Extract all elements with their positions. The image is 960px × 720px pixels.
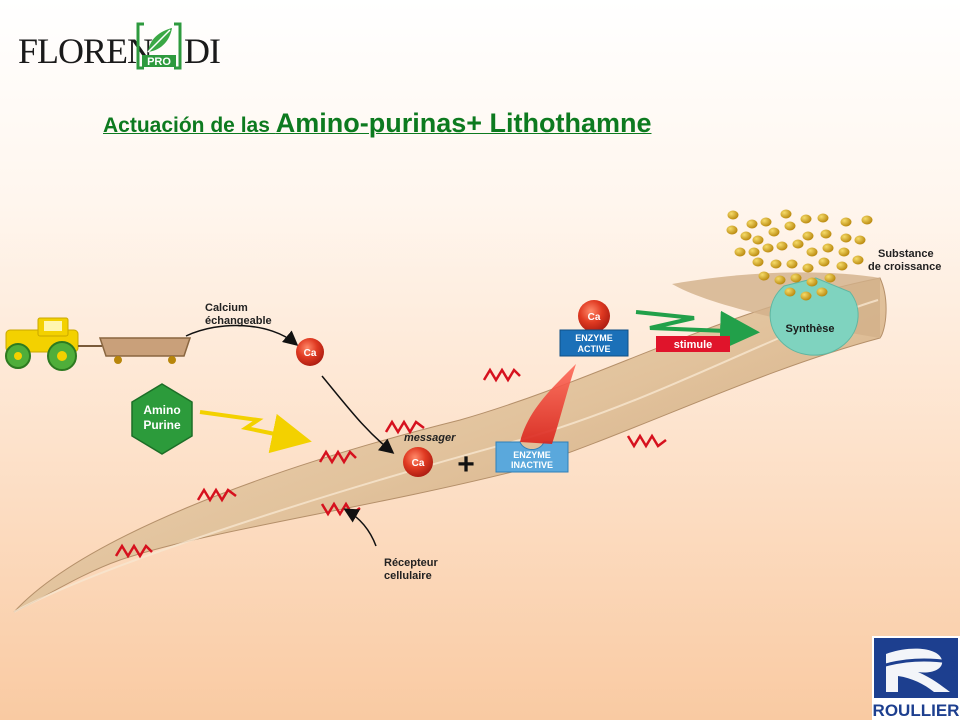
enzyme-inactive-line2: INACTIVE	[511, 460, 553, 470]
logo-leaf-badge: PRO	[136, 22, 182, 70]
receptor-zigzag-1	[114, 543, 153, 559]
granule	[800, 291, 812, 301]
roullier-vertical-text: GROUPE	[949, 656, 955, 682]
receptor-zigzag-3	[318, 449, 357, 465]
granule	[806, 277, 818, 287]
granule	[822, 243, 834, 253]
ca-to-messenger-arrow	[321, 375, 395, 454]
receptor-zigzag-6	[482, 367, 521, 383]
stimulation-arrow	[635, 310, 760, 351]
granule	[770, 259, 782, 269]
granule	[854, 235, 866, 245]
roullier-logo: GROUPE ROULLIER	[872, 636, 960, 720]
granule	[800, 214, 812, 224]
messager-label: messager	[404, 432, 456, 444]
granule	[836, 261, 848, 271]
granule	[760, 217, 772, 227]
stimule-box: stimule	[656, 336, 730, 352]
ca-ion-exchangeable: Ca	[296, 338, 324, 366]
granule	[806, 247, 818, 257]
synthese-shape: Synthèse	[769, 277, 859, 356]
logo-badge-text: PRO	[147, 56, 171, 68]
ca-label-2: Ca	[412, 458, 425, 469]
granule	[840, 233, 852, 243]
tractor-icon	[5, 317, 79, 371]
granule	[824, 273, 836, 283]
amino-lightning-arrow	[199, 410, 312, 454]
amino-label-line2: Purine	[143, 418, 181, 432]
granule	[758, 271, 770, 281]
recepteur-label-line2: cellulaire	[384, 570, 432, 582]
granule	[752, 235, 764, 245]
stimule-label: stimule	[674, 339, 713, 351]
title-part1: Actuación de las	[103, 114, 276, 137]
receptor-zigzag-5	[384, 419, 425, 435]
enzyme-inactive-line1: ENZYME	[513, 450, 551, 460]
receptor-zigzag-7	[626, 433, 667, 449]
recepteur-label-line1: Récepteur	[384, 557, 439, 569]
growth-substance-granules	[726, 209, 873, 301]
granule	[818, 257, 830, 267]
granule	[752, 257, 764, 267]
granule	[726, 225, 738, 235]
granule	[780, 209, 792, 219]
amino-label-line1: Amino	[143, 403, 180, 417]
granule	[790, 273, 802, 283]
granule	[802, 231, 814, 241]
roullier-name: ROULLIER	[873, 701, 960, 720]
granule	[762, 243, 774, 253]
granule	[802, 263, 814, 273]
enzyme-active-line2: ACTIVE	[577, 344, 610, 354]
ca-ion-messenger: Ca	[403, 447, 433, 477]
ca-label-1: Ca	[304, 348, 317, 359]
activation-cone	[520, 364, 576, 444]
granule	[734, 247, 746, 257]
receptor-zigzag-2	[196, 487, 237, 503]
florendi-logo: FLOREN PRO DI	[18, 22, 228, 72]
granule	[784, 287, 796, 297]
granule	[838, 247, 850, 257]
synthese-label: Synthèse	[786, 323, 835, 335]
slide-title: Actuación de las Amino-purinas+ Lithotha…	[103, 108, 651, 139]
granule	[792, 239, 804, 249]
granule	[820, 229, 832, 239]
title-part2: Amino-purinas+ Lithothamne	[275, 108, 652, 138]
substance-label-line1: Substance	[878, 248, 934, 260]
granule	[727, 210, 739, 220]
trailer-icon	[78, 337, 192, 364]
granule	[784, 221, 796, 231]
enzyme-active: Ca ENZYME ACTIVE	[559, 300, 629, 357]
granule	[768, 227, 780, 237]
granule	[774, 275, 786, 285]
calcium-label-line2: échangeable	[205, 315, 272, 327]
granule	[852, 255, 864, 265]
substance-label-line2: de croissance	[868, 261, 941, 273]
granule	[840, 217, 852, 227]
calcium-label-line1: Calcium	[205, 302, 248, 314]
granule	[861, 215, 873, 225]
enzyme-inactive: ENZYME INACTIVE	[495, 441, 569, 473]
calcium-arrow	[185, 324, 299, 346]
recepteur-arrow	[343, 508, 377, 547]
granule	[776, 241, 788, 251]
granule	[746, 219, 758, 229]
granule	[748, 247, 760, 257]
granule	[740, 231, 752, 241]
plus-sign: +	[457, 448, 475, 481]
amino-purine-hexagon: Amino Purine	[131, 383, 193, 455]
logo-text-right: DI	[184, 31, 221, 71]
ca-label-3: Ca	[588, 312, 601, 323]
enzyme-active-line1: ENZYME	[575, 333, 613, 343]
granule	[816, 287, 828, 297]
granule	[817, 213, 829, 223]
logo-text-left: FLOREN	[18, 31, 153, 71]
granule	[786, 259, 798, 269]
